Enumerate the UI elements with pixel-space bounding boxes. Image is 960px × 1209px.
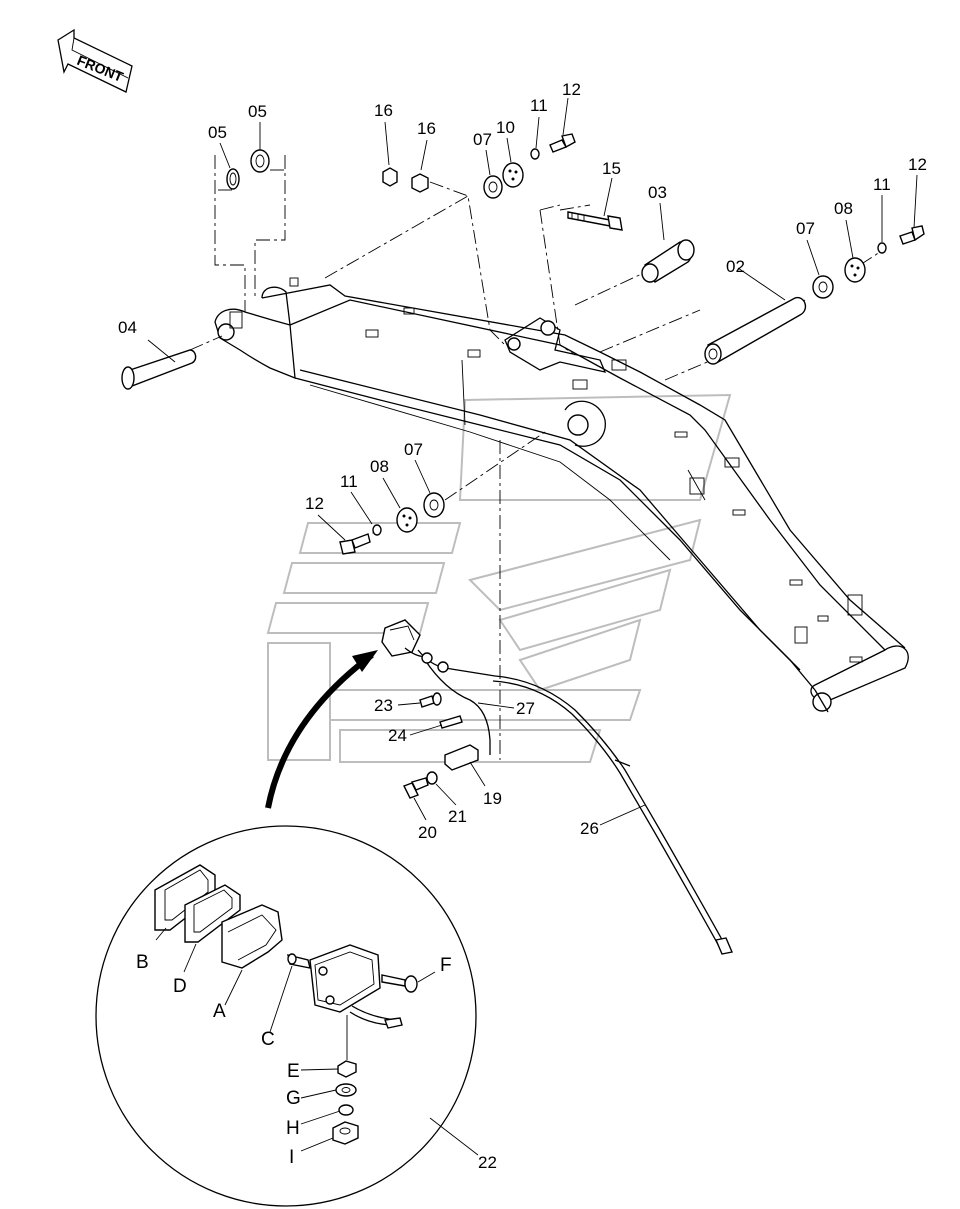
bolt-20-icon [403,777,429,799]
callout-07a: 07 [473,130,492,149]
callout-G: G [286,1088,301,1109]
boom-assembly [214,277,909,713]
bracket-bore-small [507,337,521,351]
callout-20: 20 [418,823,437,842]
bolt-12b-icon [899,225,925,245]
callout-F: F [440,955,452,976]
callout-21: 21 [448,807,467,826]
cable-26 [492,675,733,955]
callout-03: 03 [648,183,667,202]
callout-11c: 11 [340,472,358,491]
arm-cylinder-bracket-bore [540,320,556,336]
callout-05b: 05 [248,102,267,121]
callout-C: C [261,1029,275,1050]
nut-E-icon [337,1015,357,1078]
assembly-guide-lines [189,155,881,760]
callout-10: 10 [496,118,515,137]
callout-12c: 12 [305,494,324,513]
callout-19: 19 [483,789,502,808]
nut-I-icon [332,1121,359,1145]
shim-05b-icon [250,149,270,173]
callout-labels: 04 05 05 16 16 07 10 11 12 15 03 02 07 0… [118,80,927,1172]
nut-16a-icon [382,167,398,187]
callout-16a: 16 [374,101,393,120]
callout-23: 23 [374,696,393,715]
plate-10-icon [502,162,524,188]
callout-I: I [289,1147,294,1168]
bushing-03-icon [641,239,695,283]
callout-11a: 11 [530,96,548,115]
bolt-12c-icon [339,533,371,555]
gasket-D-icon [184,884,241,943]
callout-15: 15 [602,159,621,178]
watermark-logo [266,393,732,763]
nut-16b-icon [411,173,429,193]
front-arrow-icon: FRONT [57,28,133,93]
callout-08a: 08 [834,199,853,218]
bolt-15-icon [567,211,623,231]
callout-04: 04 [118,318,137,337]
callout-D: D [173,976,187,997]
screw-F-icon [381,974,418,993]
detail-pointer-arrow [265,650,378,809]
callout-07c: 07 [404,440,423,459]
pin-04-icon [121,349,197,390]
wire-harness-27 [417,649,496,755]
lockwasher-11a-icon [530,148,540,160]
detail-circle [95,825,477,1207]
boom-foot-bore [217,323,235,341]
boom-cylinder-boss [567,414,589,436]
screw-23-icon [419,692,442,708]
callout-12a: 12 [562,80,581,99]
washer-07c-icon [423,492,445,518]
washer-07b-icon [812,275,834,299]
lockwasher-H-icon [338,1104,354,1116]
callout-E: E [287,1061,300,1082]
washer-G-icon [335,1083,357,1097]
callout-07b: 07 [796,219,815,238]
clip-24-icon [439,715,463,729]
callout-11b: 11 [873,175,891,194]
callout-05a: 05 [208,123,227,142]
bulb-C-icon [287,953,311,969]
callout-08b: 08 [370,457,389,476]
callout-02: 02 [726,257,745,276]
bolt-12a-icon [549,133,576,153]
callout-H: H [286,1118,300,1139]
washer-07a-icon [483,175,503,199]
shim-05-icon [226,168,240,190]
callout-26: 26 [580,819,599,838]
washer-21-icon [426,771,438,785]
lockwasher-11b-icon [877,242,887,254]
pin-02-icon [704,296,807,365]
callout-12b: 12 [908,155,927,174]
socket-body-icon [309,944,403,1029]
lamp-housing-A-icon [221,904,283,969]
plate-08a-icon [844,257,866,283]
callout-27: 27 [516,699,535,718]
leader-lines [147,97,918,1156]
plate-08b-icon [396,507,418,533]
callout-16b: 16 [417,119,436,138]
lockwasher-11c-icon [372,524,382,536]
callout-22: 22 [478,1153,497,1172]
callout-B: B [136,952,149,973]
bracket-19-icon [444,744,479,771]
callout-A: A [213,1001,226,1022]
callout-24: 24 [388,726,407,745]
